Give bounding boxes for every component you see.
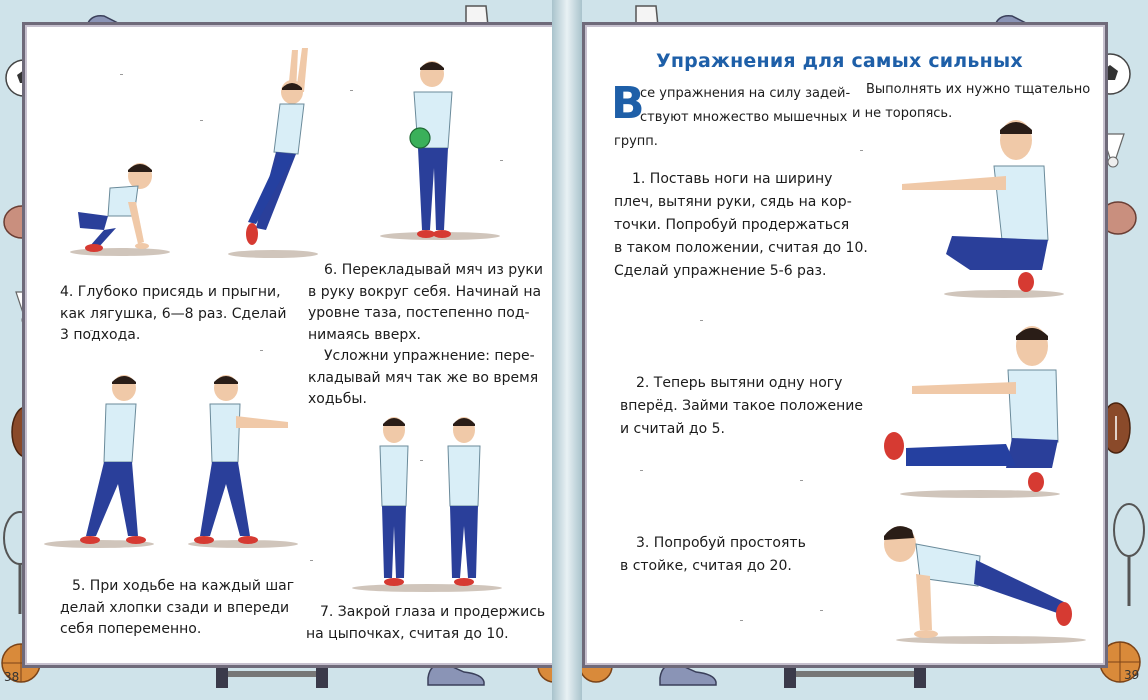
text-line: Усложни упражнение: пере- — [324, 348, 535, 364]
text-line: 3. Попробуй простоять — [636, 535, 806, 551]
text-line: как лягушка, 6—8 раз. Сделай — [60, 305, 287, 322]
text-line: 4. Глубоко присядь и прыгни, — [60, 284, 281, 300]
figure-plank — [884, 526, 1072, 638]
intro-col-1: се упражнения на силу задей- ствуют множ… — [614, 82, 854, 154]
text-line: 6. Перекладывай мяч из руки — [324, 262, 543, 278]
text-line: точки. Попробуй продержаться — [614, 217, 850, 233]
text-line: в руку вокруг себя. Начинай на — [308, 283, 542, 300]
caption-exercise-5: 5. При ходьбе на каждый шаг делай хлопки… — [60, 576, 300, 641]
text-line: 2. Теперь вытяни одну ногу — [636, 375, 843, 391]
page-title: Упражнения для самых сильных — [656, 50, 1023, 72]
text-line: на цыпочках, считая до 10. — [306, 625, 509, 642]
text-line: ходьбы. — [308, 391, 367, 407]
drop-cap: В — [611, 78, 645, 129]
sneaker-icon — [427, 663, 485, 686]
rugby-ball-icon — [1101, 402, 1131, 454]
figure-squat-arms-forward — [902, 120, 1049, 292]
text-line: Сделай упражнение 5-6 раз. — [614, 263, 827, 279]
text-line: себя попеременно. — [60, 621, 202, 637]
text-line: ствуют множество мышечных — [640, 110, 848, 125]
figure-frog-squat — [78, 163, 152, 252]
text-line: уровне таза, постепенно под- — [308, 305, 530, 321]
figure-walk-clap-front — [194, 375, 288, 544]
figure-jump — [246, 48, 308, 245]
page-number-left: 38 — [4, 670, 20, 684]
step-1: 1. Поставь ноги на ширину плеч, вытяни р… — [614, 168, 904, 283]
caption-exercise-7: 7. Закрой глаза и продержись на цыпочках… — [306, 602, 546, 645]
text-line: 1. Поставь ноги на ширину — [632, 171, 833, 187]
text-line: в таком положении, считая до 10. — [614, 240, 868, 256]
text-line: делай хлопки сзади и впереди — [60, 599, 290, 616]
caption-exercise-6: 6. Перекладывай мяч из руки в руку вокру… — [308, 260, 548, 411]
text-line: и не торопясь. — [852, 106, 953, 121]
text-line: групп. — [614, 134, 658, 149]
sneaker-icon — [659, 663, 717, 686]
page-number-right: 39 — [1124, 668, 1140, 682]
intro-col-2: Выполнять их нужно тщательно и не торопя… — [852, 78, 1092, 126]
text-line: кладывай мяч так же во время — [308, 369, 539, 386]
text-line: се упражнения на силу задей- — [640, 86, 851, 101]
text-line: вперёд. Займи такое положение — [620, 398, 864, 414]
text-line: плеч, вытяни руки, сядь на кор- — [614, 194, 852, 210]
racket-icon — [1113, 503, 1145, 606]
text-line: Выполнять их нужно тщательно — [866, 82, 1091, 97]
figure-walk-clap-back — [80, 375, 146, 544]
step-3: 3. Попробуй простоять в стойке, считая д… — [620, 532, 880, 578]
text-line: нимаясь вверх. — [308, 326, 421, 343]
figure-pistol-squat — [884, 326, 1059, 492]
text-line: и считай до 5. — [620, 421, 725, 437]
text-line: 7. Закрой глаза и продержись — [320, 604, 546, 620]
figure-ball-pass — [409, 61, 453, 238]
book-gutter — [552, 0, 582, 700]
figure-tiptoe-side — [379, 417, 409, 586]
text-line: в стойке, считая до 20. — [620, 558, 792, 574]
caption-exercise-4: 4. Глубоко присядь и прыгни, как лягушка… — [60, 282, 290, 347]
figure-tiptoe-front — [447, 417, 481, 586]
step-2: 2. Теперь вытяни одну ногу вперёд. Займи… — [620, 372, 890, 441]
text-line: 5. При ходьбе на каждый шаг — [72, 578, 295, 594]
text-line: 3 подхода. — [60, 327, 141, 343]
